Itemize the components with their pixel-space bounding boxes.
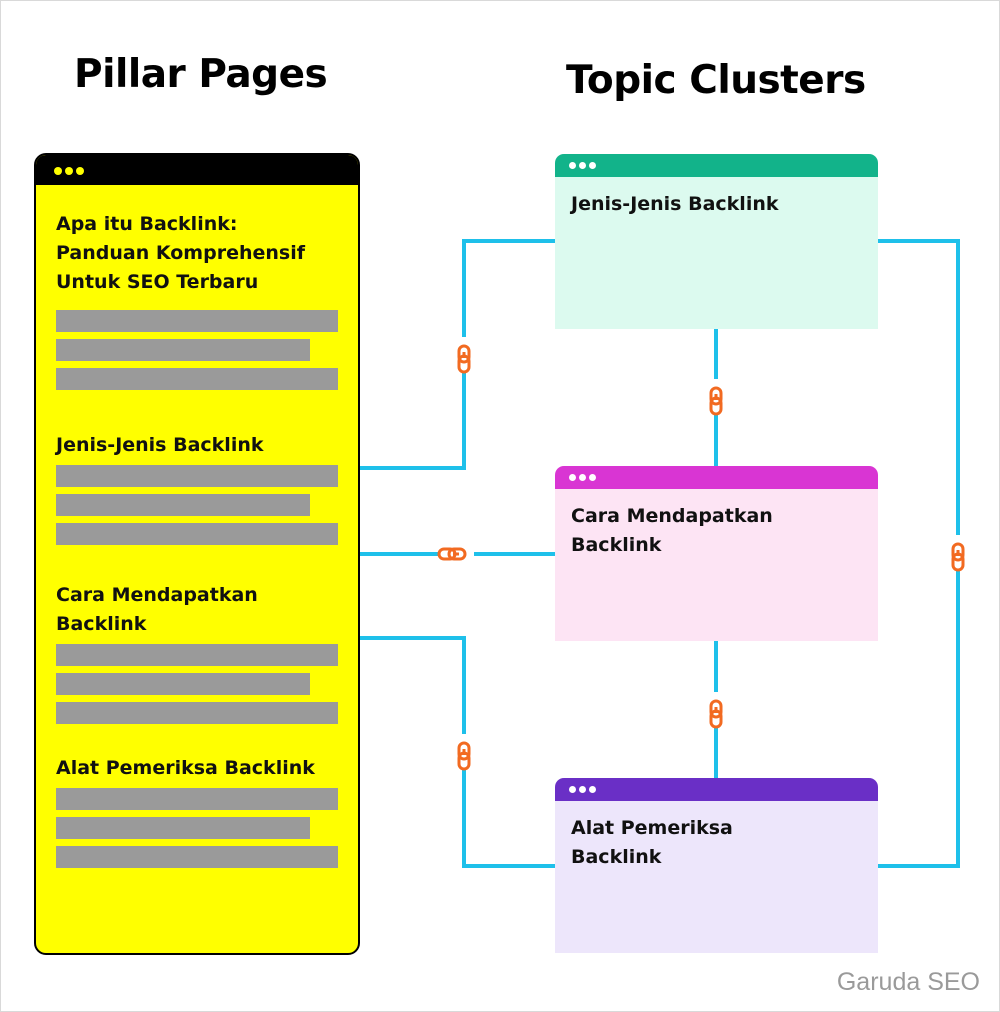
text-placeholder-bar (56, 702, 338, 724)
window-dots-icon (569, 474, 596, 481)
cluster-window-titlebar (555, 466, 878, 489)
cluster-window-alat-pemeriksa-backlink: Alat Pemeriksa Backlink (555, 778, 878, 953)
cluster-title: Cara Mendapatkan Backlink (571, 505, 773, 556)
connector-line (878, 239, 960, 868)
text-placeholder-bar (56, 523, 338, 545)
window-dots-icon (569, 162, 596, 169)
cluster-title: Jenis-Jenis Backlink (571, 193, 779, 215)
window-dots-icon (54, 167, 84, 175)
cluster-title: Alat Pemeriksa Backlink (571, 817, 733, 868)
cluster-window-jenis-jenis-backlink: Jenis-Jenis Backlink (555, 154, 878, 329)
watermark: Garuda SEO (836, 968, 980, 996)
text-placeholder-bar (56, 339, 310, 361)
text-placeholder-bar (56, 817, 310, 839)
text-placeholder-bar (56, 494, 310, 516)
link-icon (708, 379, 724, 416)
pillar-section-title-4: Alat Pemeriksa Backlink (56, 757, 315, 779)
pillar-page-window: Apa itu Backlink: Panduan Komprehensif U… (34, 153, 360, 955)
text-placeholder-bar (56, 644, 338, 666)
text-placeholder-bar (56, 310, 338, 332)
topic-clusters-heading: Topic Clusters (566, 58, 866, 103)
text-placeholder-bar (56, 846, 338, 868)
link-icon (950, 535, 966, 572)
link-icon (437, 546, 474, 562)
pillar-pages-heading: Pillar Pages (74, 52, 328, 97)
pillar-window-titlebar (36, 155, 358, 185)
link-icon (456, 337, 472, 374)
cluster-window-titlebar (555, 778, 878, 801)
pillar-section-title-3: Cara Mendapatkan Backlink (56, 584, 258, 635)
text-placeholder-bar (56, 368, 338, 390)
text-placeholder-bar (56, 788, 338, 810)
link-icon (456, 734, 472, 771)
pillar-section-title-2: Jenis-Jenis Backlink (56, 434, 264, 456)
cluster-window-titlebar (555, 154, 878, 177)
text-placeholder-bar (56, 465, 338, 487)
pillar-section-title-1: Apa itu Backlink: Panduan Komprehensif U… (56, 213, 305, 293)
text-placeholder-bar (56, 673, 310, 695)
cluster-window-cara-mendapatkan-backlink: Cara Mendapatkan Backlink (555, 466, 878, 641)
link-icon (708, 692, 724, 729)
window-dots-icon (569, 786, 596, 793)
